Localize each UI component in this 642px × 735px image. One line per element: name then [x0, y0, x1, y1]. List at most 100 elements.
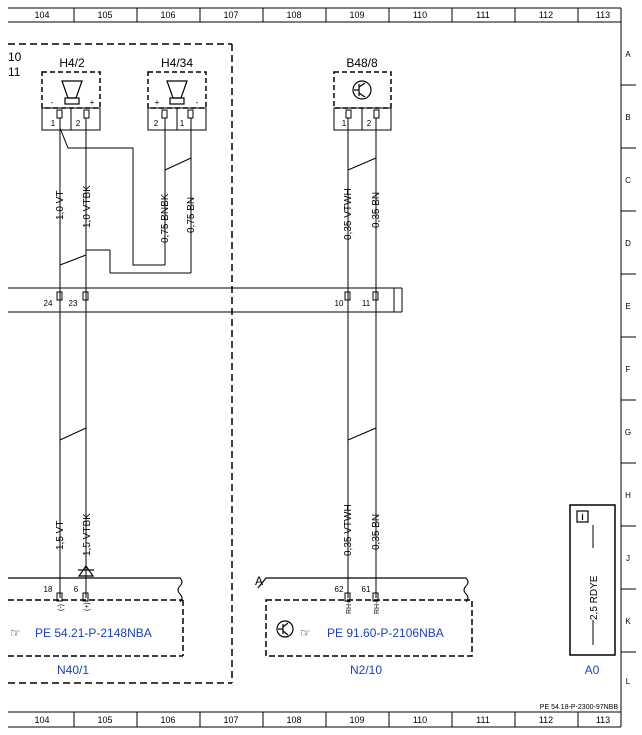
- col-label: 113: [596, 715, 610, 725]
- pin-number: 1: [342, 119, 347, 128]
- pin-number: 2: [154, 119, 159, 128]
- speaker-h4-2: H4/2 - + 1 2: [41, 56, 101, 131]
- row-label: E: [625, 302, 630, 311]
- row-label: C: [625, 176, 631, 185]
- connector-pin: 24: [44, 299, 53, 308]
- col-label: 107: [223, 10, 238, 20]
- row-label: K: [625, 617, 631, 626]
- component-label: H4/34: [161, 56, 193, 70]
- wire-label: 1,5 VT: [55, 521, 66, 550]
- pin-sign: (-): [58, 604, 65, 611]
- pin-number: 6: [74, 585, 79, 594]
- info-icon[interactable]: i: [576, 510, 589, 523]
- pin-number: 61: [362, 585, 371, 594]
- wire-label: 0,35 VTWH: [343, 188, 354, 240]
- col-label: 113: [596, 10, 610, 20]
- marker-label: A: [255, 574, 263, 588]
- pin-number: 62: [335, 585, 344, 594]
- pointing-hand-icon: ☞: [10, 626, 21, 640]
- col-label: 104: [34, 715, 49, 725]
- row-label: F: [626, 365, 631, 374]
- col-label: 109: [349, 10, 364, 20]
- drawing-frame: [8, 7, 636, 728]
- col-label: 105: [97, 715, 112, 725]
- pin-sign: RH-: [374, 601, 381, 614]
- wire-label: 0,75 BNBK: [160, 193, 171, 243]
- col-label: 111: [476, 715, 490, 725]
- ecu-reference-link[interactable]: PE 54.21-P-2148NBA: [35, 626, 152, 640]
- cluster-boundary: [8, 43, 233, 684]
- pin-number: 1: [51, 119, 56, 128]
- col-label: 108: [286, 715, 301, 725]
- left-edge-label: 10: [8, 50, 22, 64]
- wire-label: 0,75 BN: [186, 197, 197, 233]
- wire-label: 0,35 VTWH: [343, 504, 354, 556]
- footer-reference: PE 54.18-P-2300-97NBB: [540, 704, 619, 711]
- sensor-b48-8: B48/8 1 2: [333, 56, 392, 131]
- wires: [59, 118, 377, 598]
- column-labels-bottom: 104 105 106 107 108 109 110 111 112 113: [34, 715, 610, 725]
- ecu-name: N2/10: [350, 663, 382, 677]
- pin-sign: (+): [84, 602, 91, 611]
- ground-symbol-icon: [77, 564, 95, 577]
- col-label: 108: [286, 10, 301, 20]
- col-label: 110: [413, 10, 427, 20]
- speaker-icon: [61, 80, 83, 105]
- ecu-n2-10: A 62 61 RH+ RH- ☞ PE 91.60-P-2106NBA N2/…: [255, 574, 473, 677]
- speaker-h4-34: H4/34 + - 2 1: [147, 56, 207, 131]
- connector-pin: 10: [335, 299, 344, 308]
- row-label: D: [625, 239, 631, 248]
- row-label: J: [626, 554, 630, 563]
- col-label: 109: [349, 715, 364, 725]
- component-name: A0: [585, 663, 600, 677]
- row-label: G: [625, 428, 631, 437]
- pin-sign: +: [90, 98, 95, 107]
- row-label: A: [625, 50, 631, 59]
- row-label: H: [625, 491, 631, 500]
- pin-number: 2: [76, 119, 81, 128]
- pin-terminals: [56, 109, 380, 119]
- pin-sign: -: [51, 98, 54, 107]
- pin-number: 1: [180, 119, 185, 128]
- wire-label: 0,35 BN: [371, 514, 382, 550]
- wire-label: 0,35 BN: [371, 192, 382, 228]
- wire-label: 1,0 VTBK: [82, 185, 93, 228]
- pin-sign: -: [196, 98, 199, 107]
- component-label: H4/2: [59, 56, 85, 70]
- connector-pin: 23: [69, 299, 78, 308]
- wire-labels-lower: 1,5 VT 1,5 VTBK 0,35 VTWH 0,35 BN: [55, 504, 382, 556]
- wire-label: 1,5 VTBK: [82, 513, 93, 556]
- col-label: 106: [160, 10, 175, 20]
- col-label: 112: [539, 10, 553, 20]
- pointing-hand-icon: ☞: [300, 626, 311, 640]
- row-label: B: [625, 113, 630, 122]
- left-edge-label: 11: [8, 65, 21, 79]
- col-label: 107: [223, 715, 238, 725]
- col-label: 110: [413, 715, 427, 725]
- transistor-icon: [352, 80, 372, 100]
- col-label: 111: [476, 10, 490, 20]
- col-label: 112: [539, 715, 553, 725]
- pin-number: 18: [44, 585, 53, 594]
- svg-text:i: i: [581, 512, 584, 522]
- row-labels: A B C D E F G H J K L: [625, 50, 631, 686]
- connector-pin: 11: [362, 299, 371, 308]
- row-label: L: [626, 677, 631, 686]
- ecu-name: N40/1: [57, 663, 89, 677]
- wire-label: 1,0 VT: [55, 191, 66, 220]
- transistor-icon: [276, 620, 294, 638]
- col-label: 106: [160, 715, 175, 725]
- connector-strip: [8, 287, 403, 313]
- wire-labels-upper: 1,0 VT 1,0 VTBK 0,75 BNBK 0,75 BN 0,35 V…: [55, 185, 382, 243]
- pin-sign: +: [155, 98, 160, 107]
- pin-sign: RH+: [346, 600, 353, 614]
- ecu-reference-link[interactable]: PE 91.60-P-2106NBA: [327, 626, 444, 640]
- col-label: 104: [34, 10, 49, 20]
- col-label: 105: [97, 10, 112, 20]
- pin-number: 2: [367, 119, 372, 128]
- speaker-icon: [166, 80, 188, 105]
- ecu-n40-1: 18 6 (-) (+) ☞ PE 54.21-P-2148NBA N40/1: [8, 577, 184, 677]
- column-labels-top: 104 105 106 107 108 109 110 111 112 113: [34, 10, 610, 20]
- wire-label: 2,5 RDYE: [589, 575, 600, 620]
